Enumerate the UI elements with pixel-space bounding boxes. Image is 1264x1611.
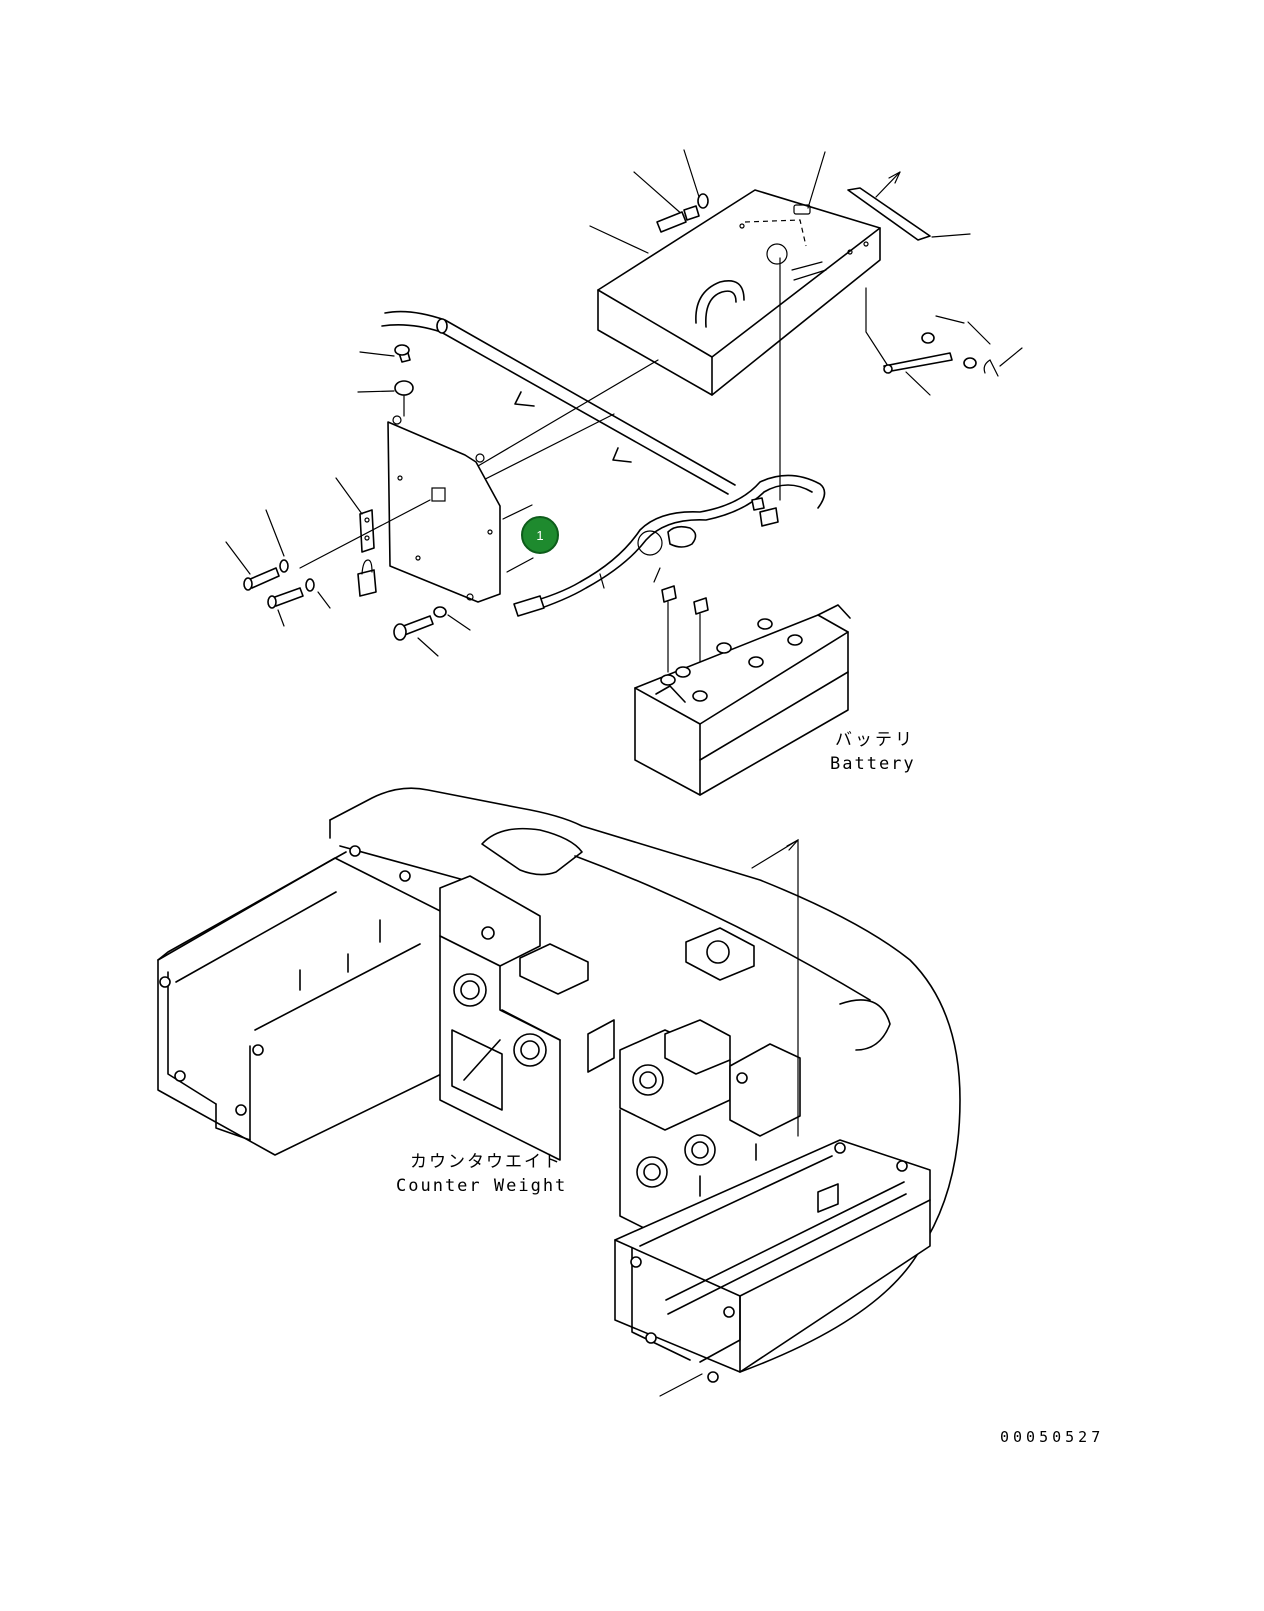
- callout-1-number: 1: [536, 528, 543, 543]
- counter-weight: [157, 787, 961, 1397]
- cover-strip: [847, 171, 971, 241]
- battery-cover: [589, 149, 881, 396]
- counterweight-label-jp: カウンタウエイト: [410, 1152, 562, 1172]
- callout-1-marker[interactable]: [521, 516, 559, 554]
- drawing-number: 00050527: [1000, 1428, 1104, 1446]
- wiring-harness: [513, 474, 826, 689]
- cover-stay: [865, 287, 1023, 396]
- bracket-plate: [225, 344, 534, 657]
- battery-label-en: Battery: [830, 754, 916, 774]
- callout-1[interactable]: 1: [521, 516, 559, 554]
- support-rod: [381, 310, 736, 495]
- battery-label-jp: バッテリ: [835, 730, 915, 750]
- battery: [634, 604, 851, 796]
- counterweight-label-en: Counter Weight: [396, 1176, 567, 1196]
